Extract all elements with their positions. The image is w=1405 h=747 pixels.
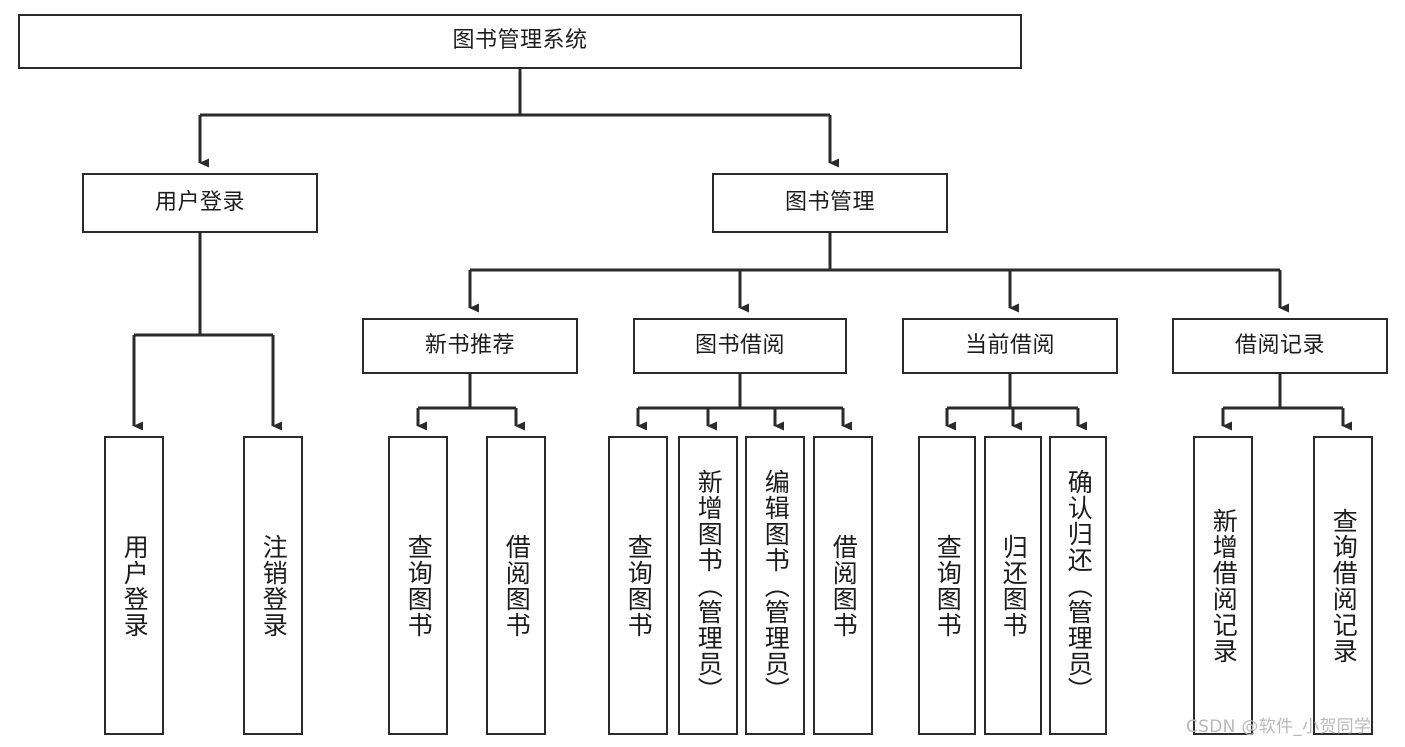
leaf-login-1[interactable]: 用户登录 bbox=[104, 436, 164, 735]
csdn-watermark: CSDN @软件_小贺同学 bbox=[1186, 717, 1372, 737]
leaf-newbook-2-label: 借阅图书 bbox=[502, 533, 532, 638]
leaf-borrow-4[interactable]: 借阅图书 bbox=[813, 436, 873, 735]
leaf-records-2[interactable]: 查询借阅记录 bbox=[1313, 436, 1373, 735]
leaf-borrow-3-label: 编辑图书（管理员） bbox=[761, 468, 791, 703]
leaf-login-1-label: 用户登录 bbox=[120, 533, 150, 638]
node-records-label: 借阅记录 bbox=[1234, 332, 1325, 358]
leaf-login-2-label: 注销登录 bbox=[259, 533, 289, 638]
leaf-borrow-4-label: 借阅图书 bbox=[829, 533, 859, 638]
leaf-borrow-1[interactable]: 查询图书 bbox=[608, 436, 668, 735]
node-login-label: 用户登录 bbox=[154, 189, 245, 215]
leaf-newbook-2[interactable]: 借阅图书 bbox=[486, 436, 546, 735]
leaf-records-1-label: 新增借阅记录 bbox=[1209, 507, 1239, 664]
leaf-current-1-label: 查询图书 bbox=[933, 533, 963, 638]
node-root[interactable]: 图书管理系统 bbox=[18, 14, 1022, 69]
node-login[interactable]: 用户登录 bbox=[82, 173, 318, 233]
node-borrow[interactable]: 图书借阅 bbox=[633, 318, 847, 374]
leaf-current-2-label: 归还图书 bbox=[999, 533, 1029, 638]
leaf-records-2-label: 查询借阅记录 bbox=[1329, 507, 1359, 664]
leaf-login-2[interactable]: 注销登录 bbox=[243, 436, 303, 735]
node-newbook[interactable]: 新书推荐 bbox=[362, 318, 578, 374]
node-bookmgmt-label: 图书管理 bbox=[784, 189, 875, 215]
leaf-borrow-2[interactable]: 新增图书（管理员） bbox=[678, 436, 738, 735]
node-current-label: 当前借阅 bbox=[964, 332, 1055, 358]
node-current[interactable]: 当前借阅 bbox=[902, 318, 1118, 374]
leaf-records-1[interactable]: 新增借阅记录 bbox=[1193, 436, 1253, 735]
node-root-label: 图书管理系统 bbox=[452, 28, 588, 54]
leaf-newbook-1-label: 查询图书 bbox=[404, 533, 434, 638]
leaf-current-2[interactable]: 归还图书 bbox=[984, 436, 1042, 735]
node-newbook-label: 新书推荐 bbox=[424, 332, 515, 358]
leaf-current-1[interactable]: 查询图书 bbox=[918, 436, 976, 735]
leaf-borrow-1-label: 查询图书 bbox=[624, 533, 654, 638]
leaf-borrow-3[interactable]: 编辑图书（管理员） bbox=[745, 436, 805, 735]
leaf-newbook-1[interactable]: 查询图书 bbox=[388, 436, 448, 735]
node-borrow-label: 图书借阅 bbox=[694, 332, 785, 358]
node-bookmgmt[interactable]: 图书管理 bbox=[712, 173, 948, 233]
leaf-borrow-2-label: 新增图书（管理员） bbox=[694, 468, 724, 703]
node-records[interactable]: 借阅记录 bbox=[1172, 318, 1388, 374]
leaf-current-3[interactable]: 确认归还（管理员） bbox=[1049, 436, 1107, 735]
leaf-current-3-label: 确认归还（管理员） bbox=[1064, 468, 1094, 703]
